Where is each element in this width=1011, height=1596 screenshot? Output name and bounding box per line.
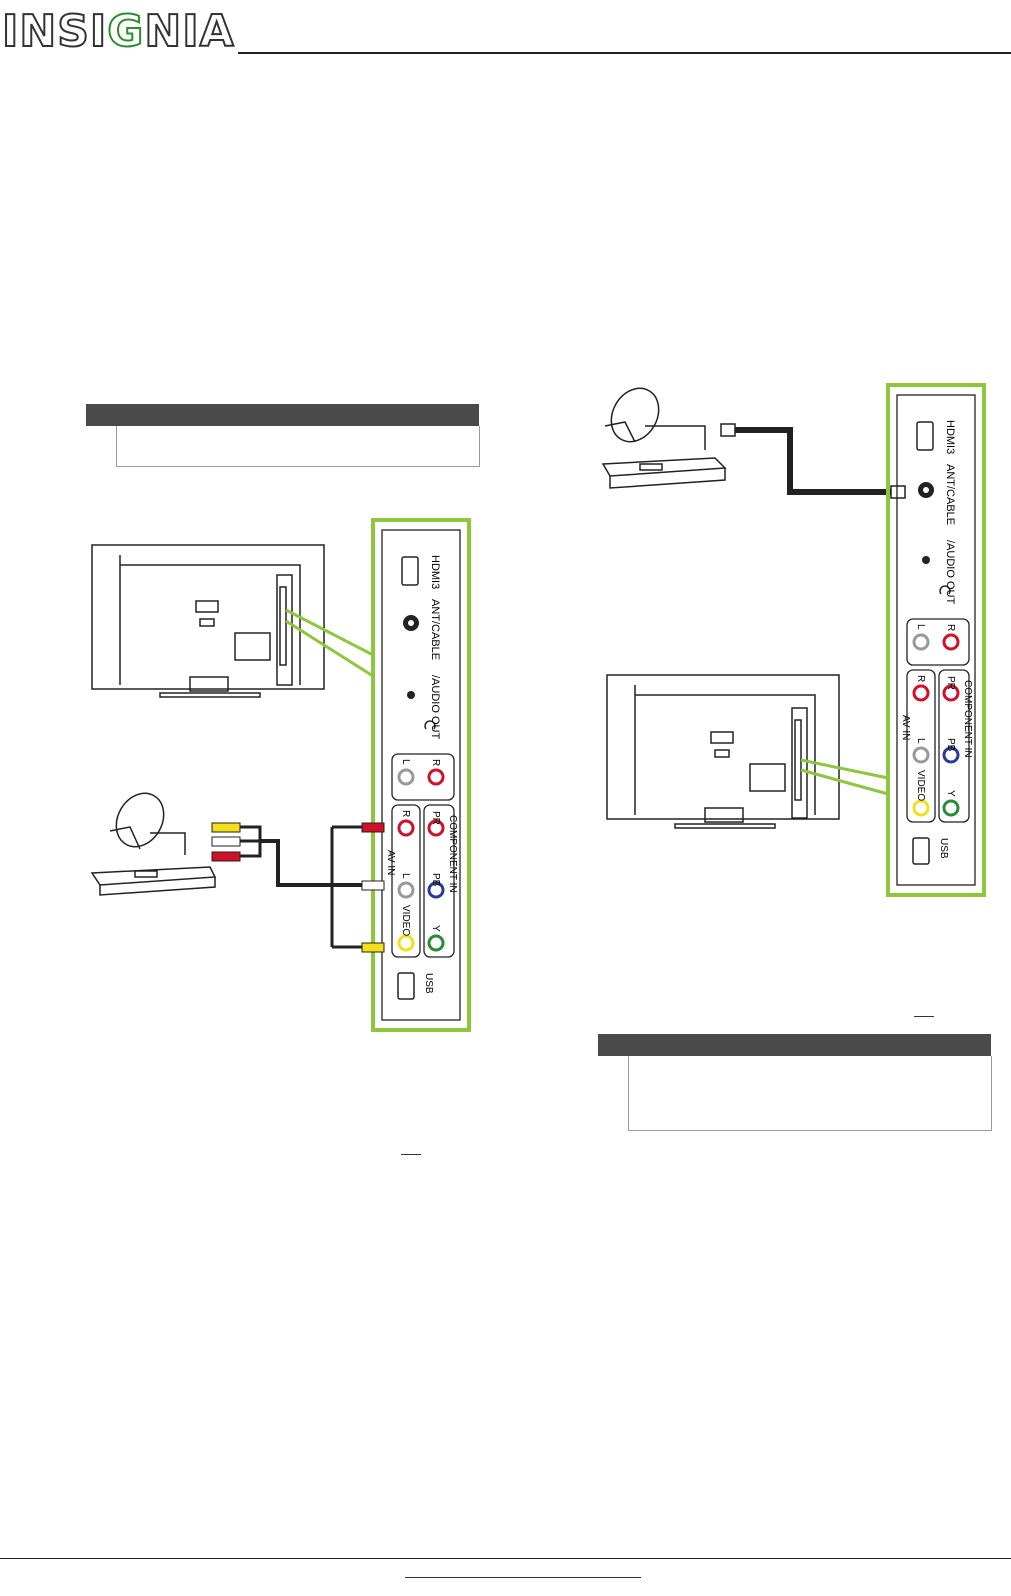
label-av-l-2: L: [915, 738, 926, 744]
audio-r-jack: [427, 768, 445, 786]
audio-l-jack: [397, 768, 415, 786]
page-link-underline-left[interactable]: [401, 1154, 421, 1155]
video-jack: [397, 934, 415, 952]
page-link-underline-right[interactable]: [914, 1016, 934, 1017]
label-av-in-2: AV IN: [900, 715, 911, 740]
note-bar-left: [86, 404, 479, 426]
label-pb: PB: [430, 873, 441, 887]
hdmi-port: [401, 556, 419, 586]
label-y: Y: [430, 925, 441, 932]
label-pr-2: PR: [945, 676, 956, 690]
logo-part-2: NIA: [143, 5, 235, 58]
label-r-top: R: [430, 759, 441, 766]
coax-connection-diagram: HDMI3 ANT/CABLE /AUDIO OUT L R R L VIDEO…: [601, 383, 986, 897]
label-y-2: Y: [945, 790, 956, 797]
satellite-dish-icon-2: [601, 387, 727, 489]
label-pr: PR: [430, 811, 441, 825]
insignia-logo: INSIGNIA: [1, 4, 235, 60]
label-component-in-2: COMPONENT IN: [962, 680, 973, 758]
pr-jack: [427, 819, 445, 837]
usb-label-2: USB: [938, 838, 949, 859]
y-jack: [427, 934, 445, 952]
ant-label: ANT/CABLE: [429, 599, 441, 660]
av-r-jack: [397, 819, 415, 837]
hdmi-port-2: [916, 421, 934, 451]
label-video: VIDEO: [400, 905, 411, 936]
logo-part-g: G: [106, 5, 145, 58]
set-top-box-icon: [90, 866, 217, 896]
audio-out-label-2: /AUDIO OUT: [944, 540, 956, 604]
note-box-right: [628, 1056, 992, 1131]
tv-back-icon-2: [606, 674, 840, 829]
label-l-top-2: L: [915, 624, 926, 630]
label-video-2: VIDEO: [915, 770, 926, 801]
panel-frame-2: [886, 383, 986, 897]
coax-cable: [730, 427, 891, 495]
av-connection-diagram: HDMI3 ANT/CABLE /AUDIO OUT L R R L VIDEO…: [90, 518, 471, 1032]
panel-frame: [371, 518, 471, 1032]
footer-link-underline[interactable]: [405, 1577, 641, 1578]
header-rule: [238, 52, 1011, 54]
callout-line-4: [800, 768, 889, 796]
note-box-left: [116, 426, 480, 467]
label-r-top-2: R: [945, 624, 956, 631]
tv-back-icon: [91, 544, 325, 698]
rca-cable: [211, 822, 385, 953]
headphone-icon: [424, 720, 436, 730]
av-l-jack: [397, 881, 415, 899]
panel-inner: [381, 529, 461, 1021]
label-pb-2: PB: [945, 738, 956, 752]
audio-out-jack: [407, 691, 415, 699]
headphone-icon-2: [939, 585, 951, 595]
label-av-r-2: R: [915, 675, 926, 682]
callout-line-3: [800, 758, 889, 780]
logo-part-1: INSI: [1, 5, 108, 58]
callout-line-1: [285, 608, 374, 657]
callout-line-2: [285, 619, 374, 678]
usb-label: USB: [423, 973, 434, 994]
usb-port: [397, 972, 415, 1000]
pb-jack: [427, 881, 445, 899]
footer-rule: [0, 1558, 1011, 1559]
label-l-top: L: [400, 759, 411, 765]
ant-label-2: ANT/CABLE: [944, 464, 956, 525]
label-component-in: COMPONENT IN: [447, 815, 458, 893]
satellite-dish-icon: [109, 792, 186, 855]
audio-out-label: /AUDIO OUT: [429, 675, 441, 739]
label-av-in: AV IN: [385, 850, 396, 875]
label-av-r: R: [400, 810, 411, 817]
label-av-l: L: [400, 873, 411, 879]
hdmi-label: HDMI3: [429, 555, 441, 589]
note-bar-right: [598, 1034, 991, 1056]
hdmi-label-2: HDMI3: [944, 420, 956, 454]
